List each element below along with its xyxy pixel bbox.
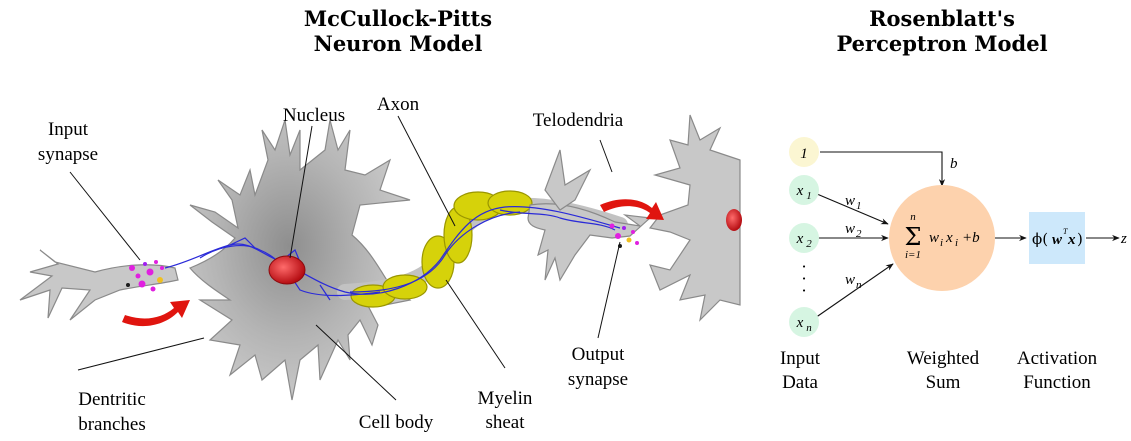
activation-w: w <box>1052 232 1063 248</box>
neuron-illustration <box>20 115 742 400</box>
weight-w2-var: w <box>845 221 855 237</box>
weight-w2-sub: 2 <box>856 228 862 240</box>
activation-phi: ϕ( <box>1032 230 1048 248</box>
sigma-symbol: Σ <box>905 223 922 251</box>
caption-input-1: Input <box>780 348 821 369</box>
activation-x: x <box>1067 232 1076 248</box>
input-xn-sub: n <box>806 322 812 334</box>
input-node-xn <box>789 307 819 337</box>
bias-edge <box>820 152 942 186</box>
right-title-line1: Rosenblatt's <box>869 6 1015 31</box>
left-title-line2: Neuron Model <box>314 31 483 56</box>
weight-w1-var: w <box>845 193 855 209</box>
input-node-x1 <box>789 175 819 205</box>
axon-label: Axon <box>377 94 420 115</box>
caption-sum-2: Sum <box>926 372 961 393</box>
weight-wn-var: w <box>845 272 855 288</box>
input-x1-sub: 1 <box>806 190 812 202</box>
myelin-label-2: sheat <box>485 412 525 433</box>
nucleus-label: Nucleus <box>283 105 345 126</box>
right-title-line2: Perceptron Model <box>836 31 1047 56</box>
weight-wn-sub: n <box>856 279 862 291</box>
input-dendrite <box>20 250 178 320</box>
sum-term-w: w <box>929 230 939 246</box>
caption-activation-1: Activation <box>1017 348 1098 369</box>
caption-sum-1: Weighted <box>907 348 980 369</box>
input-x2-var: x <box>796 231 804 247</box>
input-synapse-label-2: synapse <box>38 144 98 165</box>
sum-term-w-sub: i <box>940 237 943 249</box>
myelin-sheath-segments <box>351 191 532 307</box>
bias-input-value: 1 <box>800 146 808 162</box>
sum-term-x-sub: i <box>955 237 958 249</box>
caption-activation-2: Function <box>1023 372 1091 393</box>
dendritic-branches-label-1: Dentritic <box>78 389 146 410</box>
sum-lower-limit: i=1 <box>905 249 921 261</box>
caption-input-2: Data <box>782 372 818 393</box>
input-x2-sub: 2 <box>806 238 812 250</box>
myelin-label-1: Myelin <box>478 388 533 409</box>
activation-close: ) <box>1077 230 1083 248</box>
weight-w1-sub: 1 <box>856 200 862 212</box>
input-x1-var: x <box>796 183 804 199</box>
next-nucleus <box>726 209 742 231</box>
sum-term-x: x <box>945 230 953 246</box>
nucleus-shape <box>269 256 305 284</box>
left-title-line1: McCullock-Pitts <box>304 6 492 31</box>
cell-body-label: Cell body <box>359 412 434 433</box>
output-synapse-label-2: synapse <box>568 369 628 390</box>
input-xn-var: x <box>796 315 804 331</box>
sum-plus-bias: +b <box>962 230 980 246</box>
telodendria-label: Telodendria <box>533 110 624 131</box>
ellipsis-dot-3: · <box>801 281 806 300</box>
bias-label: b <box>950 156 958 172</box>
dendritic-branches-label-2: branches <box>78 414 146 435</box>
input-synapse-label-1: Input <box>48 119 89 140</box>
output-synapse-label-1: Output <box>572 344 626 365</box>
sum-upper-limit: n <box>910 211 916 223</box>
output-label: z <box>1120 231 1127 247</box>
input-node-x2 <box>789 223 819 253</box>
